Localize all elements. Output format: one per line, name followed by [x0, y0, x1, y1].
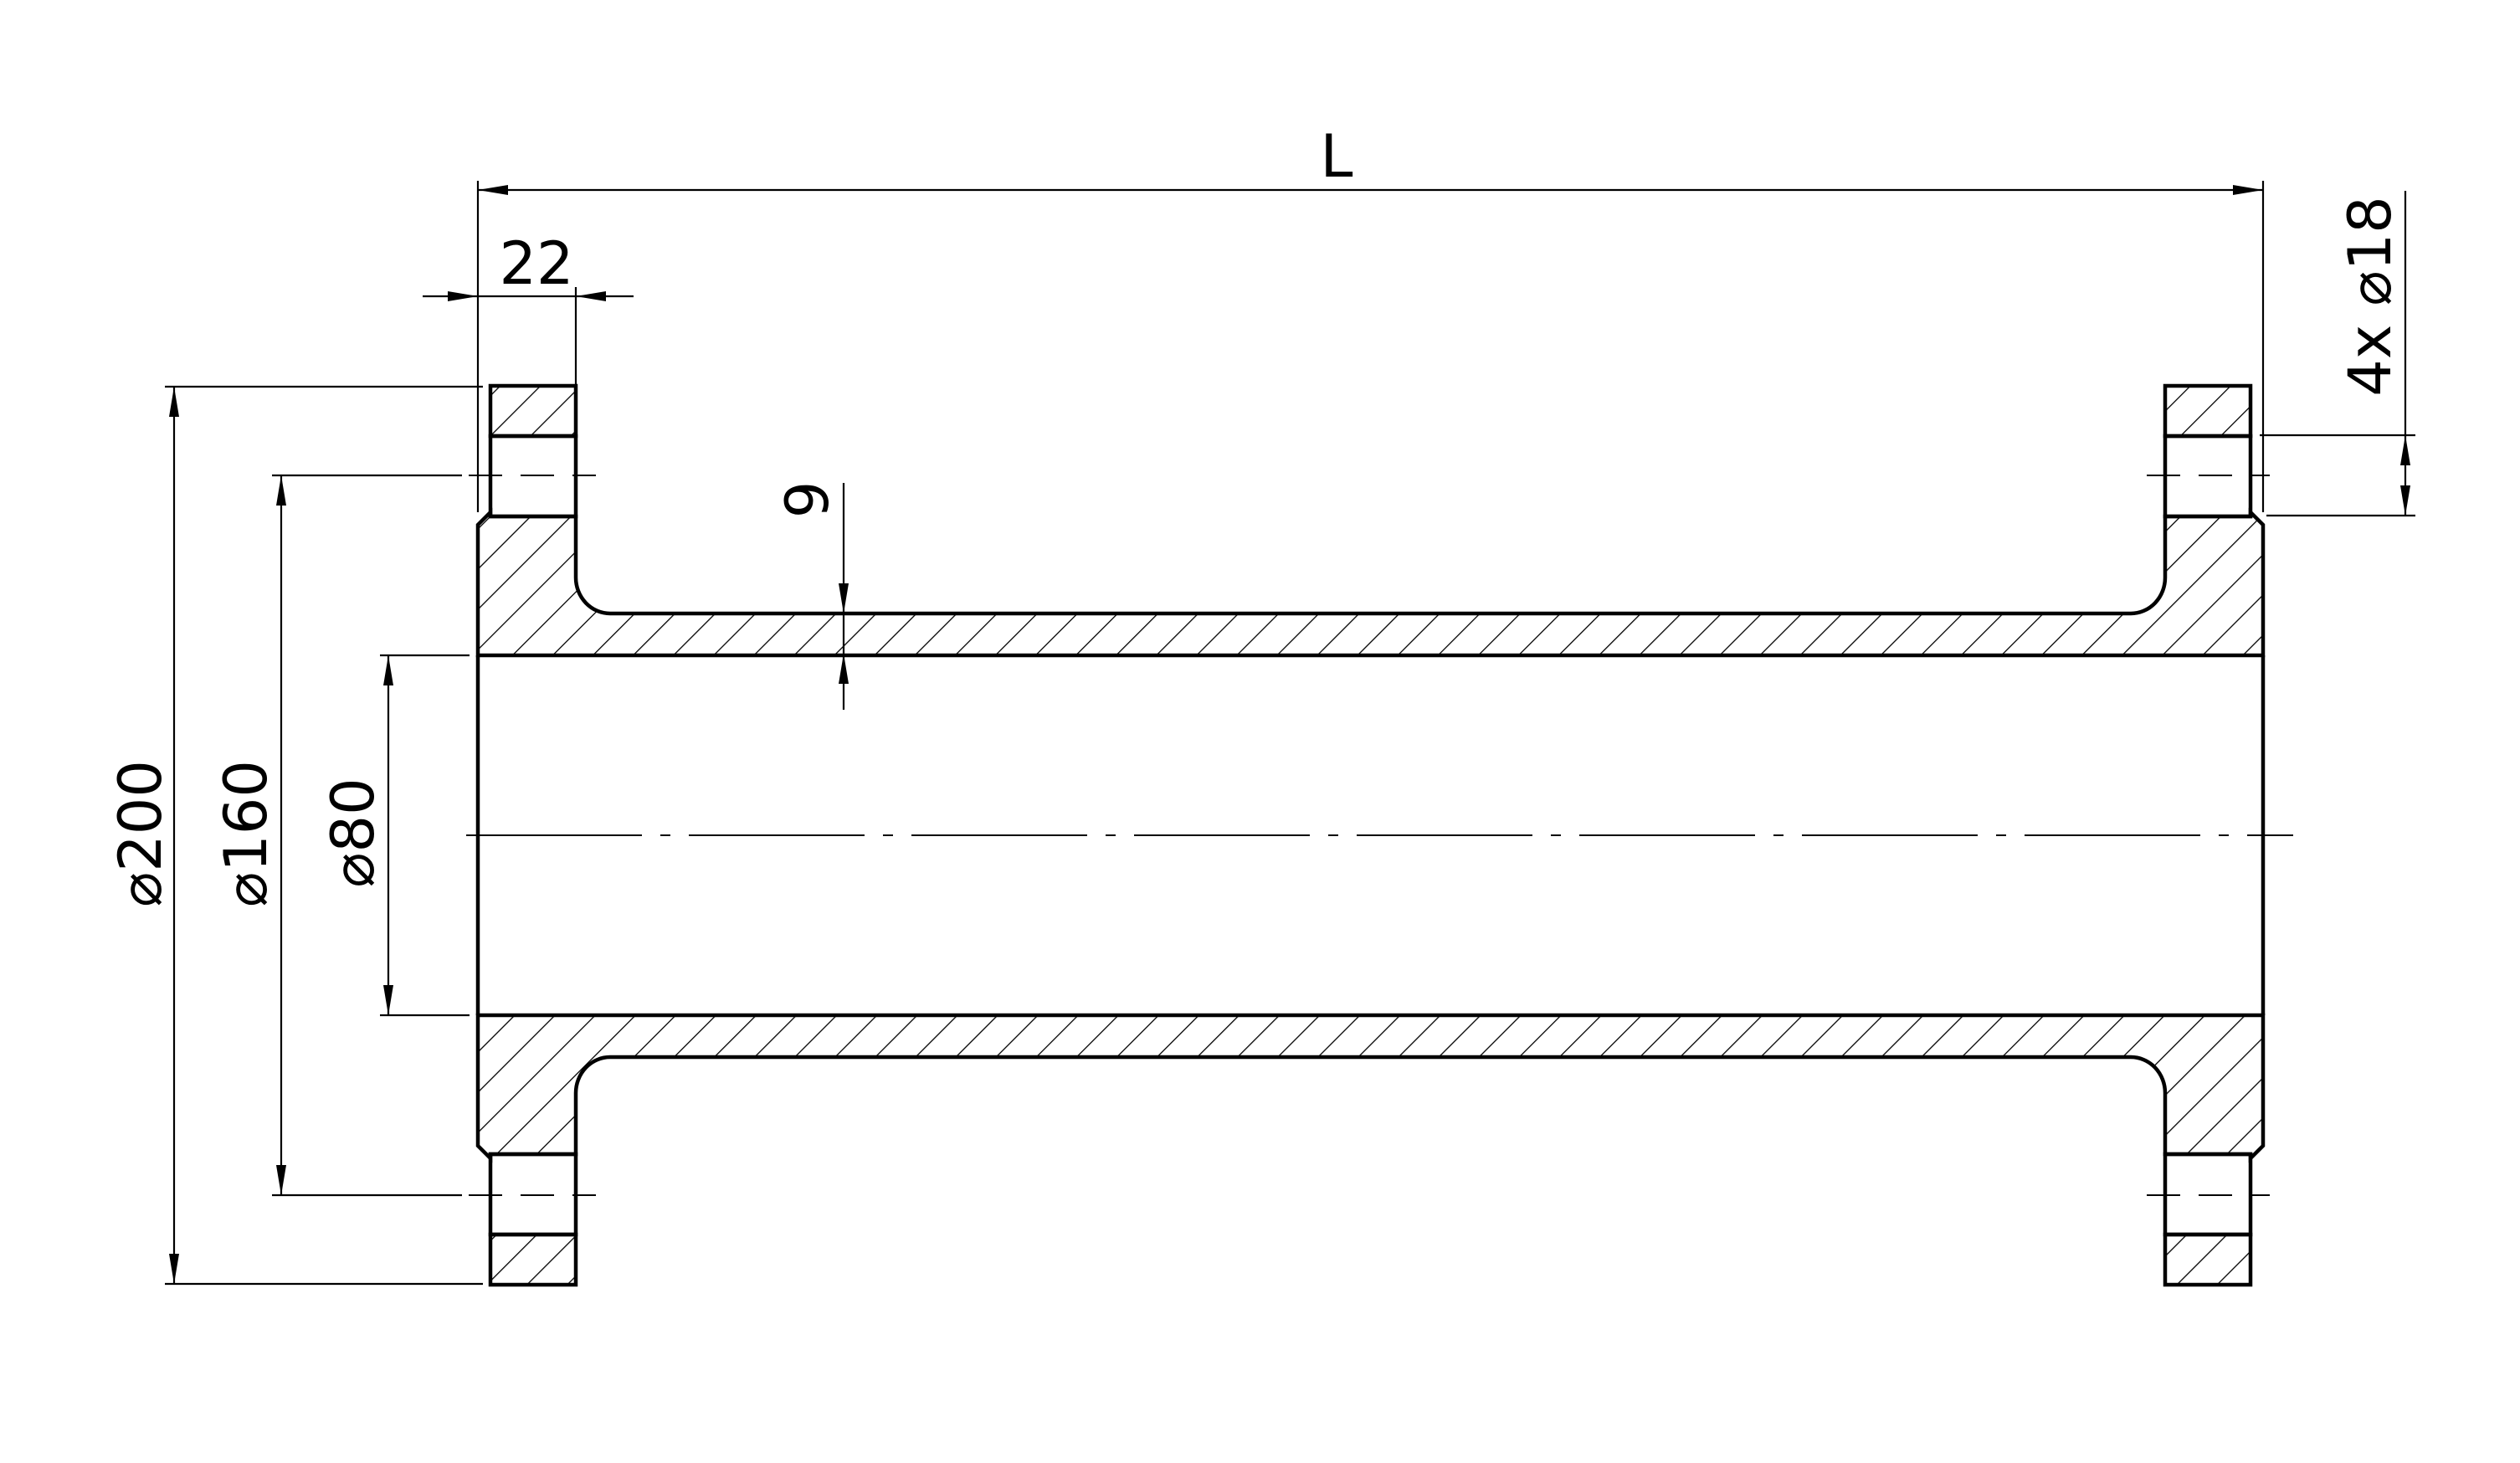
dimension-length: L	[476, 122, 2265, 512]
arrowhead	[383, 655, 393, 685]
arrowhead	[276, 475, 286, 506]
arrowhead	[478, 185, 508, 195]
dimension-label-flange-thickness: 22	[499, 229, 573, 298]
dimension-label-bore-diameter: ⌀80	[319, 778, 387, 887]
part-section-bottom	[475, 1013, 2266, 1287]
dimension-label-outer-diameter: ⌀200	[106, 760, 175, 907]
pipe-wall-top	[475, 507, 2266, 658]
arrowhead	[448, 291, 478, 301]
dimension-label-bolt-circle: ⌀160	[212, 760, 280, 907]
dimension-flange-thickness: 22	[423, 229, 634, 386]
right-flange-ring-bottom	[2163, 1232, 2253, 1287]
left-flange-ring-bottom	[488, 1232, 578, 1287]
arrowhead	[576, 291, 606, 301]
dimension-bolt-circle: ⌀160	[212, 474, 462, 1197]
arrowhead	[169, 387, 179, 417]
part-section-top	[475, 383, 2266, 658]
arrowhead	[2400, 435, 2410, 465]
arrowhead	[2233, 185, 2263, 195]
right-flange-ring-top	[2163, 383, 2253, 439]
dimension-bolt-holes: 4x ⌀18	[2260, 191, 2415, 517]
dimension-label-length: L	[1321, 122, 1353, 191]
dimension-label-bolt-holes: 4x ⌀18	[2336, 196, 2405, 396]
pipe-wall-bottom	[475, 1013, 2266, 1163]
arrowhead	[2400, 485, 2410, 516]
dimension-label-wall-thickness: 9	[773, 481, 842, 519]
arrowhead	[839, 583, 849, 613]
arrowhead	[169, 1254, 179, 1284]
dimension-bore-diameter: ⌀80	[319, 654, 470, 1017]
arrowhead	[383, 985, 393, 1015]
dimension-wall-thickness: 9	[773, 481, 849, 710]
arrowhead	[839, 654, 849, 684]
dimension-outer-diameter: ⌀200	[106, 385, 483, 1286]
arrowhead	[276, 1165, 286, 1195]
left-flange-ring-top	[488, 383, 578, 439]
